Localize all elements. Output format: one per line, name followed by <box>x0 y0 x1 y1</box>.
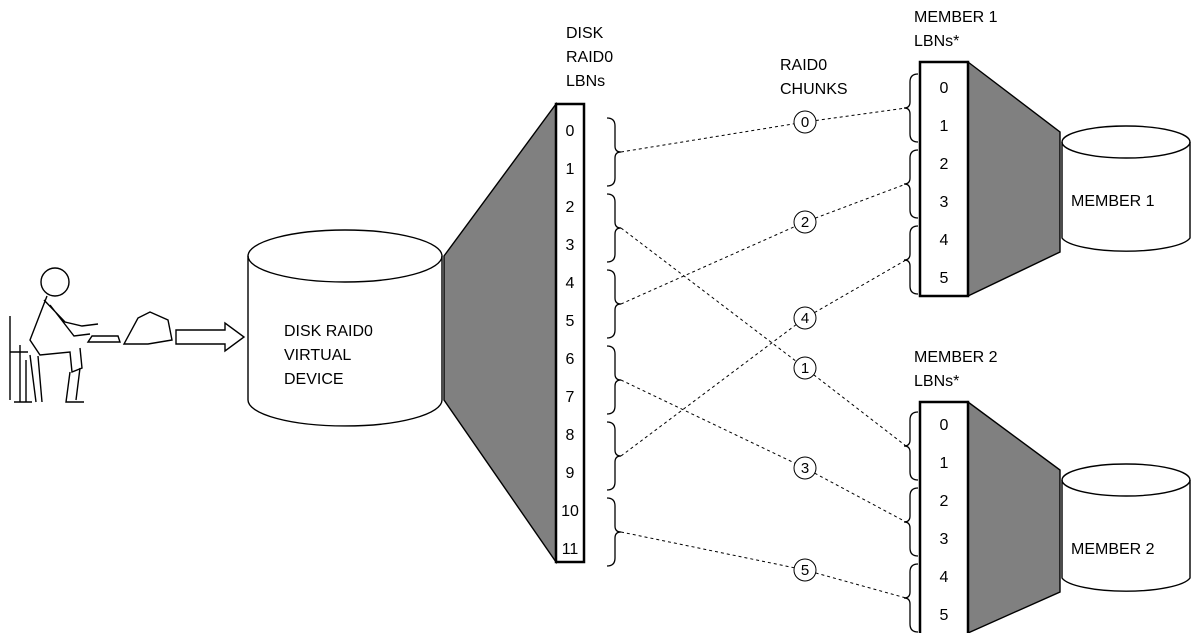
virtual-device-label-line2: VIRTUAL <box>284 347 351 364</box>
virtual-lbn-cell: 5 <box>566 313 575 330</box>
disk-lbns-label-line3: LBNs <box>566 73 605 90</box>
chunk-number: 5 <box>801 562 809 579</box>
member1-lbns-label-line2: LBNs* <box>914 33 959 50</box>
chunk-number: 4 <box>801 310 809 327</box>
chunk-connector-line <box>620 227 797 362</box>
member2-lbn-column <box>918 400 970 633</box>
member2-lbn-cell: 1 <box>940 455 949 472</box>
member2-disk-label: MEMBER 2 <box>1071 541 1155 558</box>
virtual-brace <box>606 117 622 187</box>
virtual-lbn-cell: 7 <box>566 389 575 406</box>
virtual-lbn-cell: 10 <box>561 503 579 520</box>
chunk-number: 3 <box>801 460 809 477</box>
member1-lbn-cell: 5 <box>940 270 949 287</box>
member1-funnel <box>967 60 1061 298</box>
member1-lbn-cell: 1 <box>940 118 949 135</box>
virtual-lbn-cells: 0 1 2 3 4 5 6 7 8 9 10 11 <box>561 123 579 558</box>
virtual-device-label-line3: DEVICE <box>284 371 344 388</box>
member2-lbn-cell: 5 <box>940 607 949 624</box>
virtual-lbn-cell: 0 <box>566 123 575 140</box>
member1-lbn-cell: 2 <box>940 156 949 173</box>
virtual-device-label-line1: DISK RAID0 <box>284 323 373 340</box>
member2-lbns-label-line2: LBNs* <box>914 373 959 390</box>
member2-cylinder: MEMBER 2 <box>1061 463 1191 592</box>
member1-lbn-cell: 3 <box>940 194 949 211</box>
chunk-connector-line <box>620 379 796 464</box>
raid0-chunks-label-line1: RAID0 <box>780 57 827 74</box>
virtual-brace <box>606 193 622 263</box>
chunk-circle <box>793 110 817 134</box>
member2-lbn-cells: 0 1 2 3 4 5 <box>940 417 949 624</box>
member1-lbn-cells: 0 1 2 3 4 5 <box>940 80 949 287</box>
chunk-number: 0 <box>801 114 809 131</box>
right-arrow-icon <box>175 321 246 353</box>
chunk-connector-line <box>620 226 796 305</box>
user-at-terminal-icon <box>9 267 173 403</box>
virtual-lbn-cell: 3 <box>566 237 575 254</box>
member2-lbns-label-line1: MEMBER 2 <box>914 349 998 366</box>
member1-brace <box>903 225 919 295</box>
virtual-lbn-cell: 1 <box>566 161 575 178</box>
virtual-brace <box>606 269 622 339</box>
member1-lbn-cell: 4 <box>940 232 949 249</box>
chunk-circle <box>793 558 817 582</box>
disk-lbns-label-line1: DISK <box>566 25 604 42</box>
member1-lbn-cell: 0 <box>940 80 949 97</box>
member2-lbn-cell: 3 <box>940 531 949 548</box>
virtual-lbn-cell: 4 <box>566 275 575 292</box>
member2-lbn-cell: 0 <box>940 417 949 434</box>
virtual-lbn-cell: 8 <box>566 427 575 444</box>
member1-cylinder: MEMBER 1 <box>1061 125 1191 252</box>
chunk-circle <box>793 210 817 234</box>
chunk-connector-line <box>814 259 907 313</box>
member2-lbn-cell: 2 <box>940 493 949 510</box>
chunk-connector-line <box>620 324 797 457</box>
chunk-connectors: 0 1 2 3 4 5 <box>620 107 907 599</box>
virtual-brace <box>606 497 622 567</box>
member1-disk-label: MEMBER 1 <box>1071 193 1155 210</box>
virtual-lbn-cell: 11 <box>562 541 579 558</box>
member1-brace <box>903 73 919 143</box>
member1-lbns-label-line1: MEMBER 1 <box>914 9 998 26</box>
chunk-connector-line <box>814 472 907 523</box>
braces <box>606 73 919 633</box>
chunk-connector-line <box>815 572 907 599</box>
chunk-connector-line <box>815 183 907 219</box>
virtual-device-cylinder: DISK RAID0 VIRTUAL DEVICE <box>247 229 443 427</box>
raid0-chunks-label-line2: CHUNKS <box>780 81 848 98</box>
virtual-brace <box>606 421 622 491</box>
chunk-connector-line <box>620 123 795 153</box>
chunk-circle <box>793 456 817 480</box>
member1-brace <box>903 149 919 219</box>
virtual-brace <box>606 345 622 415</box>
chunk-number: 2 <box>801 214 809 231</box>
chunk-connector-line <box>813 374 907 447</box>
member2-brace <box>903 411 919 481</box>
virtual-funnel <box>443 101 557 565</box>
member1-lbn-column <box>918 60 970 298</box>
member2-funnel <box>967 400 1061 633</box>
member2-lbn-cell: 4 <box>940 569 949 586</box>
chunk-connector-line <box>620 531 795 569</box>
member2-brace <box>903 563 919 633</box>
virtual-lbn-column <box>554 102 586 564</box>
chunk-circle <box>793 306 817 330</box>
virtual-lbn-cell: 6 <box>566 351 575 368</box>
member2-brace <box>903 487 919 557</box>
chunk-number: 1 <box>801 360 809 377</box>
disk-lbns-label-line2: RAID0 <box>566 49 613 66</box>
virtual-lbn-cell: 9 <box>566 465 575 482</box>
chunk-connector-line <box>815 107 907 121</box>
chunk-circle <box>793 356 817 380</box>
virtual-lbn-cell: 2 <box>566 199 575 216</box>
